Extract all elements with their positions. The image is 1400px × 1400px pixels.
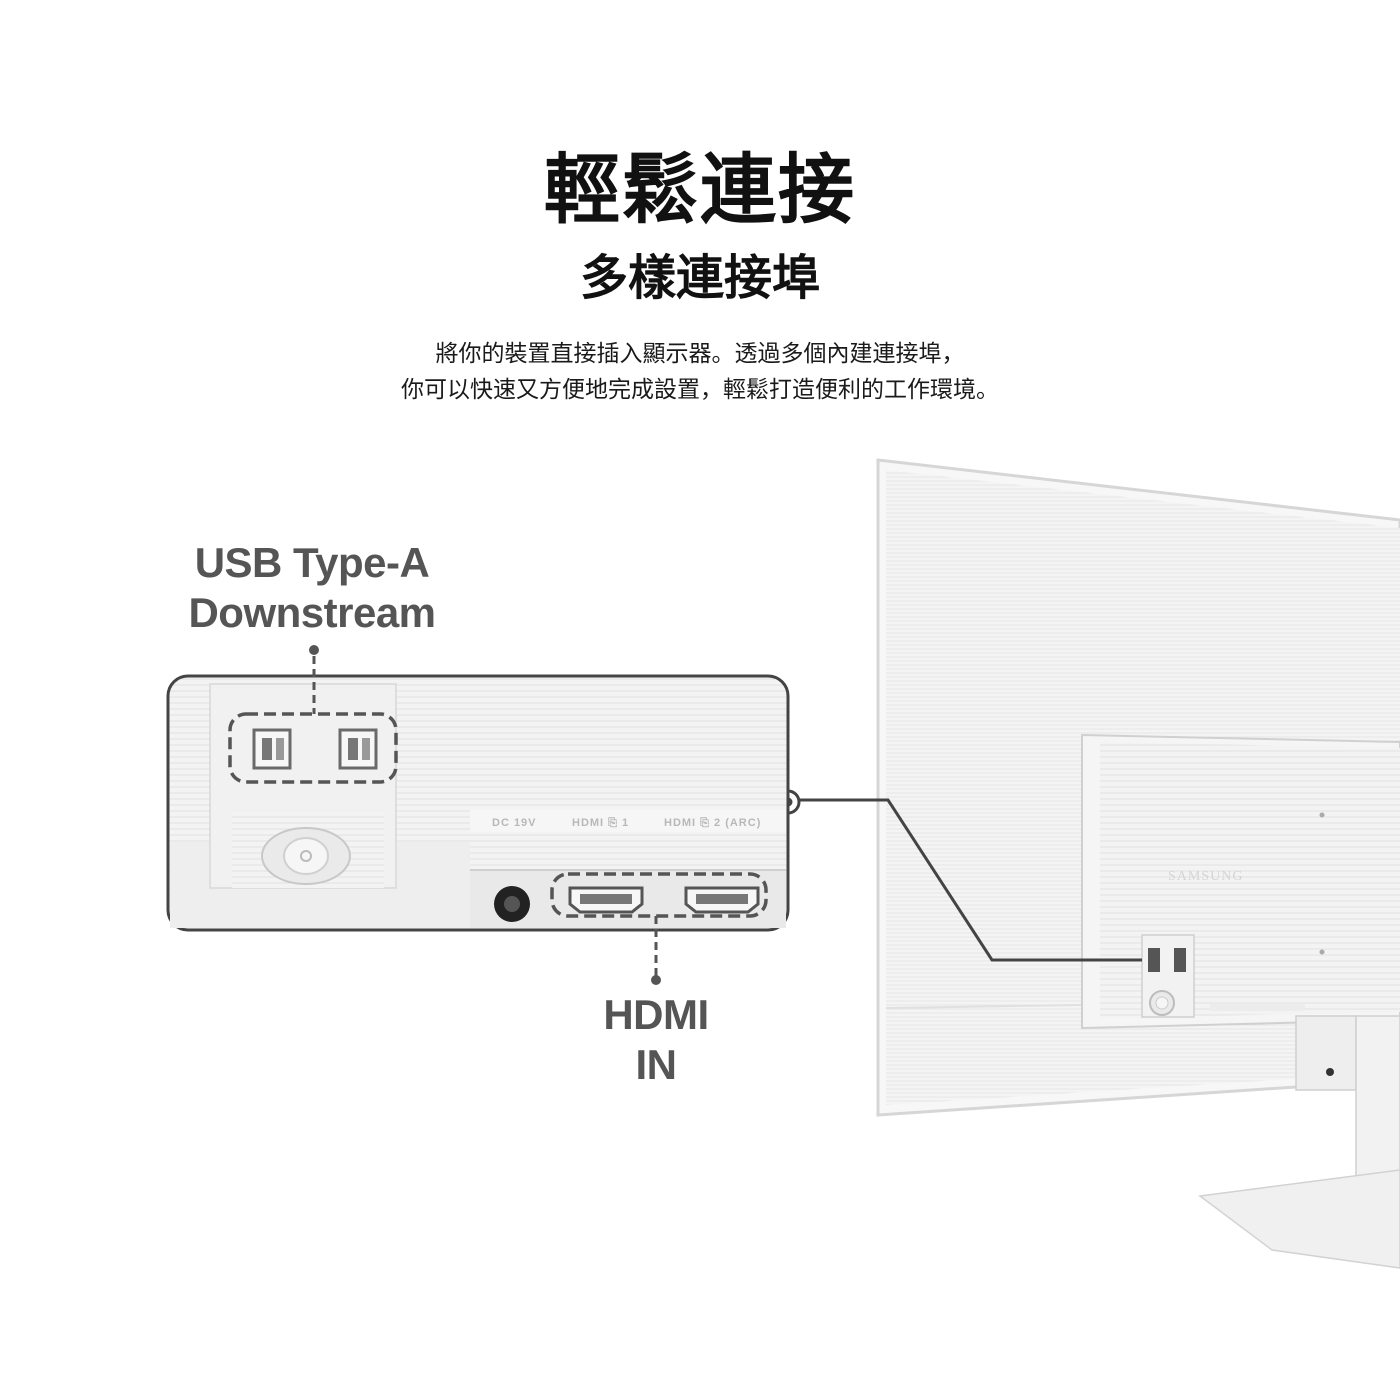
port-panel-zoom: DC 19V HDMI ⎘ 1 HDMI ⎘ 2 (ARC) bbox=[166, 674, 790, 932]
description-line-1: 將你的裝置直接插入顯示器。透過多個內建連接埠， bbox=[435, 341, 965, 367]
hdmi-callout-label: HDMI IN bbox=[603, 991, 709, 1088]
usb-callout-line-1: USB Type-A bbox=[194, 539, 430, 586]
usb-callout-label: USB Type-A Downstream bbox=[172, 538, 452, 638]
port-label-hdmi2: HDMI ⎘ 2 (ARC) bbox=[664, 816, 761, 829]
hdmi-leader-dot bbox=[651, 975, 661, 985]
monitor-back: SAMSUNG bbox=[876, 458, 1400, 1269]
description-line-2: 你可以快速又方便地完成設置，輕鬆打造便利的工作環境。 bbox=[401, 377, 999, 403]
zoom-connector-line bbox=[790, 798, 1142, 962]
usb-leader-dot bbox=[309, 645, 319, 655]
port-label-dc: DC 19V bbox=[492, 817, 537, 829]
usb-callout-line-2: Downstream bbox=[188, 589, 436, 636]
brand-logo: SAMSUNG bbox=[1168, 869, 1243, 884]
page-title: 輕鬆連接 bbox=[544, 145, 856, 234]
page-subtitle: 多樣連接埠 bbox=[579, 250, 820, 306]
port-label-hdmi1: HDMI ⎘ 1 bbox=[572, 816, 629, 829]
description: 將你的裝置直接插入顯示器。透過多個內建連接埠， 你可以快速又方便地完成設置，輕鬆… bbox=[0, 336, 1400, 408]
